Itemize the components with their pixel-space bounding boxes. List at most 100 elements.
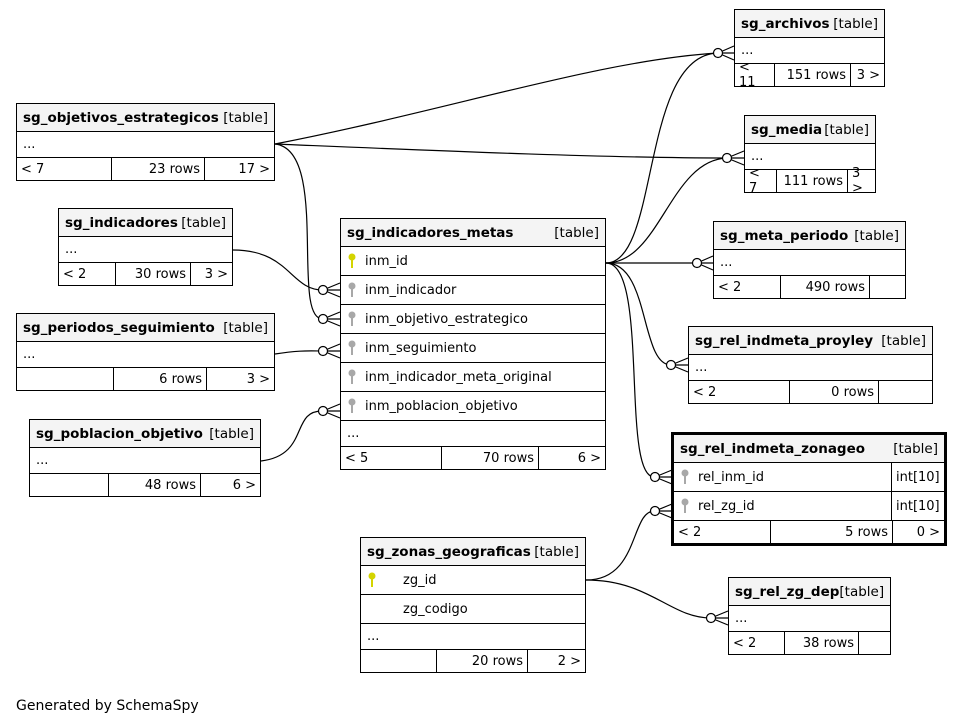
children-count[interactable]: 2 > <box>557 653 581 669</box>
columns-ellipsis: ... <box>341 421 605 447</box>
table-sg-objetivos-estrategicos[interactable]: sg_objetivos_estrategicos[table] ... < 7… <box>16 103 275 181</box>
foreign-key-icon <box>680 469 698 485</box>
row-count: 0 rows <box>790 381 879 403</box>
table-name: sg_indicadores <box>65 214 178 231</box>
children-count[interactable] <box>879 381 932 403</box>
columns-ellipsis: ... <box>689 355 932 381</box>
column-name: zg_id <box>403 572 437 588</box>
parents-count[interactable]: < 7 <box>745 166 777 196</box>
children-count[interactable]: 6 > <box>577 450 601 466</box>
parents-count[interactable] <box>361 650 437 672</box>
table-header: sg_media[table] <box>745 116 875 144</box>
column-type: int[10] <box>891 463 944 491</box>
columns-ellipsis: ... <box>745 144 875 170</box>
edge-zonas-relzgdep <box>585 579 712 619</box>
children-count[interactable]: 17 > <box>238 161 270 177</box>
column-row[interactable]: inm_indicador_meta_original <box>341 363 605 392</box>
table-sg-archivos[interactable]: sg_archivos[table] ... < 11 151 rows 3 > <box>734 9 885 90</box>
row-count: 48 rows <box>109 474 201 496</box>
table-sg-rel-zg-dep[interactable]: sg_rel_zg_dep[table] ... < 2 38 rows <box>728 577 891 655</box>
table-name: sg_poblacion_objetivo <box>36 425 203 442</box>
table-header: sg_objetivos_estrategicos[table] <box>17 104 274 132</box>
edge-periodos-indmetas <box>274 350 324 355</box>
column-row[interactable]: inm_seguimiento <box>341 334 605 363</box>
table-header: sg_indicadores_metas[table] <box>341 219 605 247</box>
foreign-key-icon <box>347 282 365 298</box>
table-header: sg_archivos[table] <box>735 10 884 38</box>
table-name: sg_periodos_seguimiento <box>23 319 215 336</box>
children-count[interactable]: 3 > <box>204 266 228 282</box>
columns-ellipsis: ... <box>59 237 232 263</box>
children-count[interactable]: 6 > <box>232 477 256 493</box>
table-sg-periodos-seguimiento[interactable]: sg_periodos_seguimiento[table] ... 6 row… <box>16 313 275 391</box>
row-count: 38 rows <box>785 632 859 654</box>
table-sg-meta-periodo[interactable]: sg_meta_periodo[table] ... < 2 490 rows <box>713 221 906 299</box>
children-count[interactable]: 3 > <box>856 67 880 83</box>
column-row[interactable]: inm_poblacion_objetivo <box>341 392 605 421</box>
columns-ellipsis: ... <box>714 250 905 276</box>
table-footer: 6 rows 3 > <box>17 368 274 390</box>
children-count[interactable]: 3 > <box>246 371 270 387</box>
parents-count[interactable]: < 2 <box>689 381 790 403</box>
foreign-key-icon <box>347 369 365 385</box>
parents-count[interactable] <box>30 474 109 496</box>
table-header: sg_periodos_seguimiento[table] <box>17 314 274 342</box>
table-type: [table] <box>824 121 869 138</box>
table-footer: < 2 5 rows 0 > <box>674 521 944 543</box>
foreign-key-icon <box>347 340 365 356</box>
table-sg-zonas-geograficas[interactable]: sg_zonas_geograficas[table] zg_id zg_cod… <box>360 537 586 673</box>
row-count: 30 rows <box>116 263 191 285</box>
parents-count[interactable]: < 5 <box>341 447 442 469</box>
table-sg-rel-indmeta-zonageo[interactable]: sg_rel_indmeta_zonageo[table] rel_inm_id… <box>671 432 947 546</box>
primary-key-icon <box>367 572 403 588</box>
table-sg-rel-indmeta-proyley[interactable]: sg_rel_indmeta_proyley[table] ... < 2 0 … <box>688 326 933 404</box>
foreign-key-icon <box>347 398 365 414</box>
parents-count[interactable]: < 2 <box>714 276 781 298</box>
column-row[interactable]: zg_codigo <box>361 595 585 624</box>
row-count: 6 rows <box>114 368 207 390</box>
children-count[interactable]: 3 > <box>852 166 863 196</box>
table-name: sg_media <box>751 121 823 138</box>
table-name: sg_archivos <box>741 15 830 32</box>
table-footer: 48 rows 6 > <box>30 474 260 496</box>
edge-indmetas-media <box>605 157 728 264</box>
parents-count[interactable]: < 2 <box>674 521 771 543</box>
table-header: sg_indicadores[table] <box>59 209 232 237</box>
columns-ellipsis: ... <box>729 606 890 632</box>
table-name: sg_rel_indmeta_proyley <box>695 332 874 349</box>
column-row[interactable]: zg_id <box>361 566 585 595</box>
parents-count[interactable]: < 2 <box>729 632 785 654</box>
column-name: inm_objetivo_estrategico <box>365 311 528 327</box>
table-header: sg_rel_zg_dep[table] <box>729 578 890 606</box>
children-count[interactable] <box>870 276 905 298</box>
table-sg-media[interactable]: sg_media[table] ... < 7 111 rows 3 > <box>744 115 876 196</box>
children-count[interactable] <box>859 632 890 654</box>
parents-count[interactable]: < 11 <box>735 60 775 90</box>
column-name: inm_indicador_meta_original <box>365 369 552 385</box>
column-row[interactable]: inm_id <box>341 247 605 276</box>
edge-indmetas-zonageo <box>605 262 656 478</box>
table-name: sg_objetivos_estrategicos <box>23 109 219 126</box>
table-sg-poblacion-objetivo[interactable]: sg_poblacion_objetivo[table] ... 48 rows… <box>29 419 261 497</box>
table-header: sg_meta_periodo [table] <box>714 222 905 250</box>
table-name: sg_meta_periodo <box>720 227 849 244</box>
column-row[interactable]: inm_objetivo_estrategico <box>341 305 605 334</box>
parents-count[interactable]: < 2 <box>59 263 116 285</box>
table-sg-indicadores-metas[interactable]: sg_indicadores_metas[table] inm_id inm_i… <box>340 218 606 470</box>
column-name: inm_id <box>365 253 408 269</box>
columns-ellipsis: ... <box>17 132 274 158</box>
table-footer: < 2 30 rows 3 > <box>59 263 232 285</box>
children-count[interactable]: 0 > <box>916 524 940 540</box>
column-row[interactable]: inm_indicador <box>341 276 605 305</box>
parents-count[interactable]: < 7 <box>17 158 112 180</box>
edge-poblacion-indmetas <box>260 410 324 462</box>
table-type: [table] <box>833 15 878 32</box>
columns-ellipsis: ... <box>17 342 274 368</box>
table-type: [table] <box>854 227 899 244</box>
parents-count[interactable] <box>17 368 114 390</box>
row-count: 23 rows <box>112 158 205 180</box>
table-sg-indicadores[interactable]: sg_indicadores[table] ... < 2 30 rows 3 … <box>58 208 233 286</box>
